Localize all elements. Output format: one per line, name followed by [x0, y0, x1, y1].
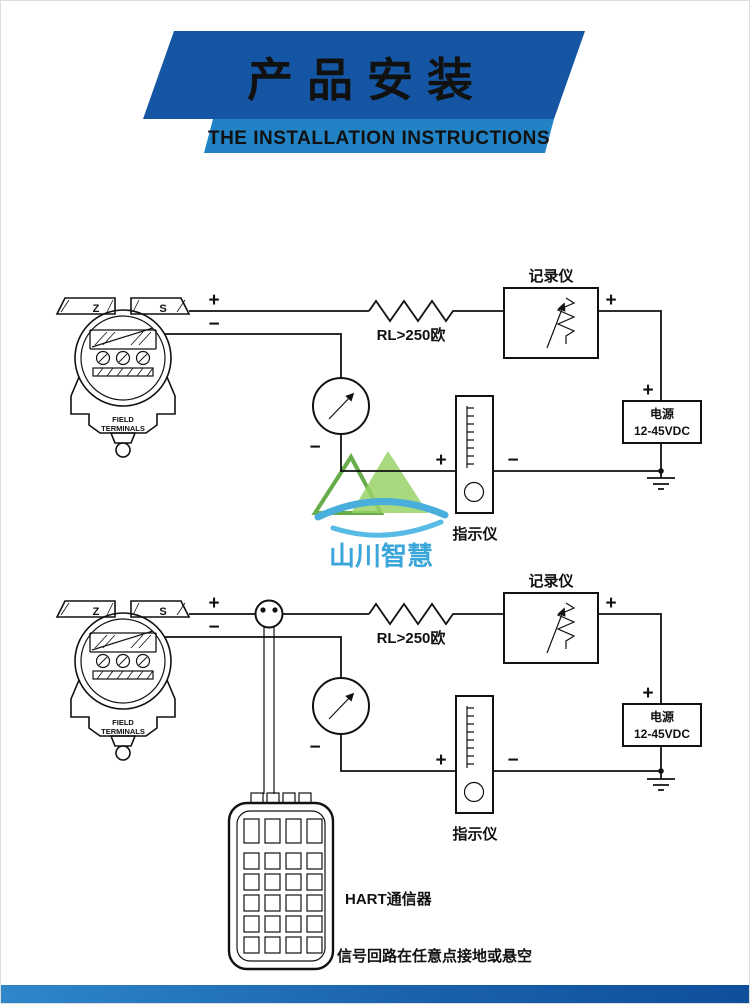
d2-resistor-label: RL>250欧: [377, 629, 446, 647]
d1-plus-2: +: [605, 290, 616, 311]
transmitter-2: Z S FIELD TERMINALS: [56, 600, 190, 761]
d2-indicator: [455, 695, 494, 814]
watermark-logo: 山川智慧: [311, 451, 449, 571]
hart-cable: [263, 627, 275, 794]
d1-wiring: [165, 299, 675, 490]
field-terminals-line1: FIELD: [112, 415, 134, 424]
grounding-note: 信号回路在任意点接地或悬空: [337, 947, 532, 965]
d2-plus-1: +: [208, 593, 219, 614]
d1-indicator-scale: [466, 406, 474, 468]
d2-wiring: [165, 602, 675, 791]
d1-plus-4: +: [435, 450, 446, 471]
d2-power-rating: 12-45VDC: [634, 727, 690, 741]
terminal-z-label: Z: [93, 606, 100, 618]
field-terminals-line2: TERMINALS: [101, 424, 145, 433]
d2-resistor: [368, 602, 504, 626]
d2-ground-symbol: [647, 778, 675, 791]
hart-display-slots: [243, 818, 323, 844]
d2-tap-connector: [254, 599, 284, 794]
d2-minus-3: −: [507, 750, 518, 771]
d1-power-name: 电源: [650, 406, 674, 421]
d1-indicator-label: 指示仪: [452, 525, 498, 543]
d2-minus-2: −: [309, 737, 320, 758]
d1-ammeter: [312, 377, 370, 435]
watermark-mountain-right: [351, 451, 428, 513]
field-terminals-line1: FIELD: [112, 718, 134, 727]
page-subtitle: THE INSTALLATION INSTRUCTIONS: [208, 128, 550, 149]
page-title: 产品安装: [247, 54, 487, 106]
hart-keypad: [243, 852, 323, 954]
header-banner: 产品安装 THE INSTALLATION INSTRUCTIONS: [143, 31, 585, 153]
hart-label: HART通信器: [345, 890, 433, 908]
d1-minus-1: −: [208, 314, 219, 335]
d2-indicator-scale: [466, 706, 474, 768]
watermark-wave-1: [314, 498, 449, 521]
d2-plus-4: +: [435, 750, 446, 771]
hart-communicator: [227, 792, 335, 971]
d2-power-supply: 电源 12-45VDC: [622, 703, 702, 747]
d1-resistor-label: RL>250欧: [377, 326, 446, 344]
field-terminals-line2: TERMINALS: [101, 727, 145, 736]
d2-indicator-label: 指示仪: [452, 825, 498, 843]
banner-light-shape: [204, 119, 554, 153]
terminal-z-label: Z: [93, 303, 100, 315]
d2-plus-3: +: [642, 683, 653, 704]
d2-power-name: 电源: [650, 709, 674, 724]
d2-junction-dot: [658, 768, 664, 774]
d2-recorder: [503, 592, 599, 664]
wiring-diagram-2: Z S FIELD TERMINALS: [56, 573, 702, 971]
terminal-s-label: S: [159, 303, 166, 315]
d1-resistor: [368, 299, 504, 323]
d2-minus-1: −: [208, 617, 219, 638]
wiring-diagram-1: Z S FIELD TERMINALS 电源: [56, 268, 702, 543]
d1-indicator: [455, 395, 494, 514]
d1-ground-symbol: [647, 477, 675, 490]
watermark-brand: 山川智慧: [329, 541, 433, 571]
d2-plus-2: +: [605, 593, 616, 614]
footer-bar: [1, 985, 749, 1003]
d1-minus-2: −: [309, 437, 320, 458]
banner-dark-shape: [143, 31, 585, 119]
d1-plus-1: +: [208, 290, 219, 311]
d1-plus-3: +: [642, 380, 653, 401]
transmitter-1: Z S FIELD TERMINALS: [56, 297, 190, 458]
d1-junction-dot: [658, 468, 664, 474]
d1-minus-3: −: [507, 450, 518, 471]
d1-recorder: [503, 287, 599, 359]
watermark-mountain-left: [311, 453, 385, 515]
d1-power-rating: 12-45VDC: [634, 424, 690, 438]
d2-ammeter: [312, 677, 370, 735]
d1-recorder-label: 记录仪: [528, 268, 574, 285]
d1-power-supply: 电源 12-45VDC: [622, 400, 702, 444]
watermark-wave-2: [330, 519, 444, 538]
watermark: 山川智慧: [293, 425, 473, 575]
d2-recorder-label: 记录仪: [528, 573, 574, 590]
terminal-s-label: S: [159, 606, 166, 618]
